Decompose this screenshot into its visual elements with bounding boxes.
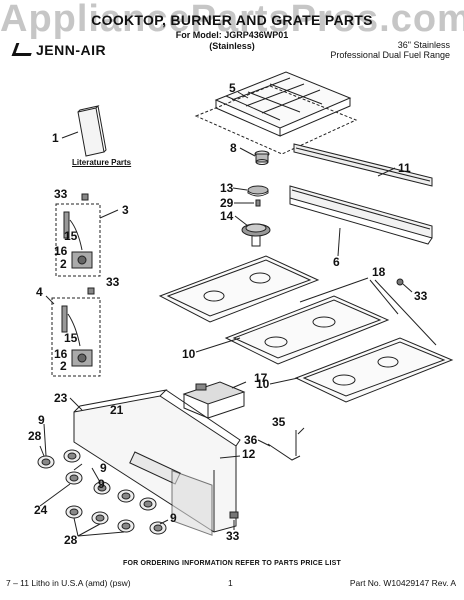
range-size: 36" Stainless <box>397 40 450 50</box>
grate-foot-icon <box>255 151 269 165</box>
literature-parts-label: Literature Parts <box>72 158 132 167</box>
bracket-icon <box>268 430 300 460</box>
callout-10-right: 10 <box>256 377 270 391</box>
manifold-panel-icon <box>74 390 240 535</box>
callout-12: 12 <box>242 447 256 461</box>
burner-base-icon <box>242 224 270 246</box>
callout-33-right: 33 <box>414 289 428 303</box>
callout-17: 17 <box>254 371 268 385</box>
callout-33-bottom: 33 <box>226 529 240 543</box>
callout-28-upper: 28 <box>28 429 42 443</box>
callout-11: 11 <box>398 161 411 175</box>
callout-16-upper: 16 <box>54 244 68 258</box>
valve-assembly-upper-icon <box>56 194 100 276</box>
finish-line: (Stainless) <box>209 41 255 51</box>
page-number: 1 <box>228 578 233 588</box>
leader-line <box>62 132 78 138</box>
footer-part-number: Part No. W10429147 Rev. A <box>349 578 456 588</box>
page-title: COOKTOP, BURNER AND GRATE PARTS <box>91 12 373 28</box>
callout-18: 18 <box>372 265 386 279</box>
backguard-icon <box>294 144 432 186</box>
callout-14: 14 <box>220 209 234 223</box>
control-module-icon <box>184 382 244 418</box>
front-trim-icon <box>290 186 432 244</box>
knob-icon <box>38 450 166 534</box>
cooktop-pan-right-icon <box>296 338 452 402</box>
brand-logo: JENN-AIR <box>11 42 107 58</box>
callout-33-upper-valve: 33 <box>54 187 68 201</box>
range-type: Professional Dual Fuel Range <box>330 50 450 60</box>
callout-8: 8 <box>230 141 237 155</box>
footer-litho-text: Litho in U.S.A (amd) (psw) <box>31 578 131 588</box>
grate-assembly-icon <box>196 72 356 154</box>
callout-2-upper: 2 <box>60 257 67 271</box>
cooktop-pan-left-icon <box>160 256 318 322</box>
callout-3: 3 <box>122 203 129 217</box>
footer-litho: 7 – 11 Litho in U.S.A (amd) (psw) <box>6 578 131 588</box>
screw-icon <box>397 279 403 285</box>
callout-13: 13 <box>220 181 234 195</box>
screw-icon <box>230 512 238 518</box>
callout-15-upper: 15 <box>64 229 78 243</box>
burner-cap-icon <box>248 186 268 196</box>
cooktop-pan-center-icon <box>226 296 388 364</box>
callout-16-lower: 16 <box>54 347 68 361</box>
footer-range: 7 – 11 <box>6 578 30 588</box>
ordering-info: FOR ORDERING INFORMATION REFER TO PARTS … <box>122 560 342 567</box>
callout-33-lower-valve: 33 <box>106 275 120 289</box>
burner-screw-icon <box>256 200 260 206</box>
callout-24: 24 <box>34 503 48 517</box>
callout-23: 23 <box>54 391 68 405</box>
brand-name: JENN-AIR <box>36 42 107 58</box>
leader-line <box>238 92 248 98</box>
callout-35: 35 <box>272 415 286 429</box>
callout-5: 5 <box>229 81 236 95</box>
callout-6: 6 <box>333 255 340 269</box>
model-line: For Model: JGRP436WP01 <box>175 30 289 40</box>
callout-4: 4 <box>36 285 43 299</box>
callout-1: 1 <box>52 131 59 145</box>
callout-29: 29 <box>220 196 234 210</box>
literature-book-icon <box>78 106 106 156</box>
callout-9-b: 9 <box>100 461 107 475</box>
callout-10-left: 10 <box>182 347 196 361</box>
callout-15-lower: 15 <box>64 331 78 345</box>
callout-9-a: 9 <box>38 413 45 427</box>
valve-assembly-lower-icon <box>52 288 100 376</box>
callout-2-lower: 2 <box>60 359 67 373</box>
callout-36: 36 <box>244 433 258 447</box>
callout-9-c: 9 <box>98 477 105 491</box>
callout-28-lower: 28 <box>64 533 78 547</box>
callout-21: 21 <box>110 403 124 417</box>
callout-9-d: 9 <box>170 511 177 525</box>
watermark: AppliancePartsPros.com <box>0 0 464 40</box>
